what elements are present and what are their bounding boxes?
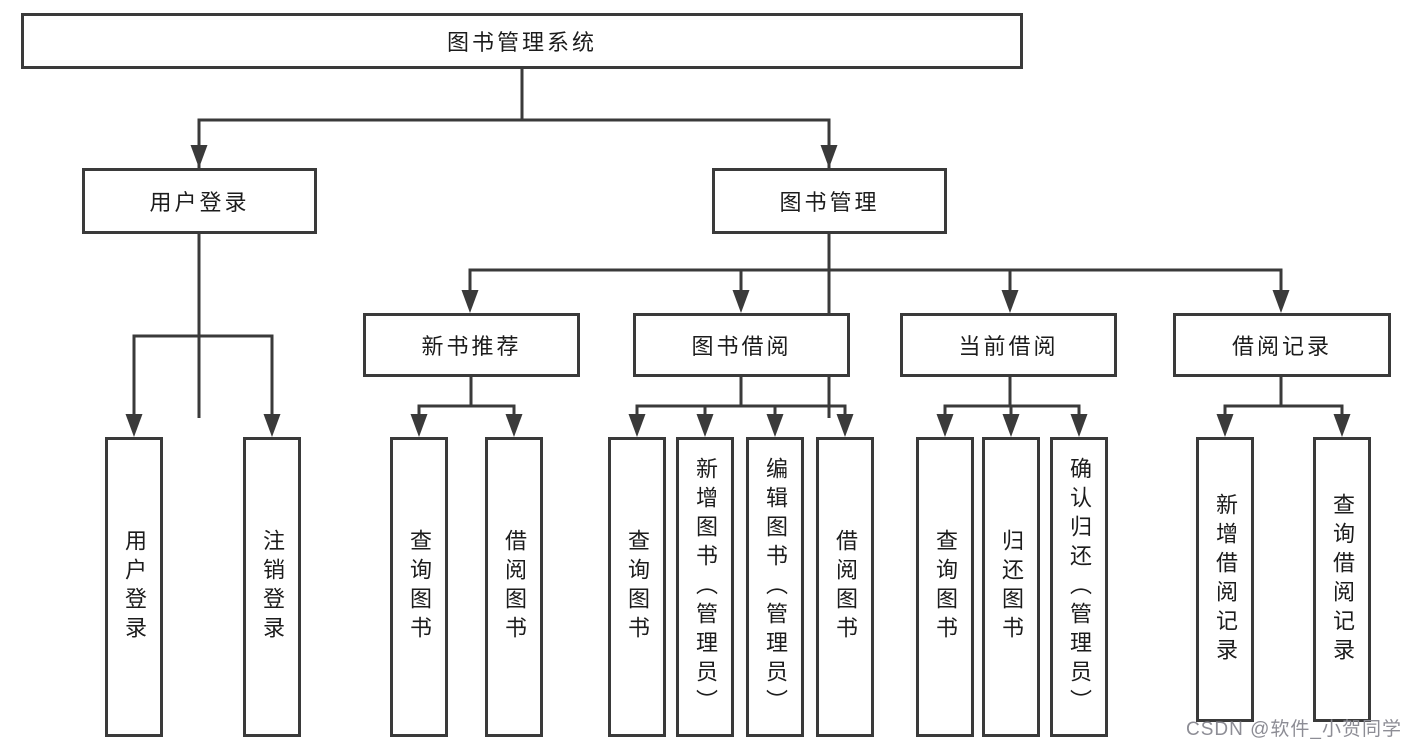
node-user-login: 用户登录 (82, 168, 317, 234)
node-book-borrow-label: 图书借阅 (691, 334, 792, 359)
connector-records-to-leaves (1223, 377, 1344, 418)
leaf-record-query-label: 查询借阅记录 (1330, 492, 1355, 667)
csdn-watermark: CSDN @软件_小贺同学 (1186, 719, 1402, 740)
leaf-current-return: 归还图书 (982, 437, 1040, 737)
leaf-current-query: 查询图书 (916, 437, 974, 737)
leaf-logout-label: 注销登录 (260, 529, 285, 645)
node-new-book-recommend-label: 新书推荐 (421, 334, 522, 359)
leaf-newbook-borrow-label: 借阅图书 (502, 529, 527, 645)
node-current-borrow-label: 当前借阅 (958, 334, 1059, 359)
leaf-borrow-book-label: 借阅图书 (833, 529, 858, 645)
connector-borrow-to-leaves (635, 377, 847, 418)
leaf-borrow-edit-admin: 编辑图书（管理员） (746, 437, 804, 737)
node-root: 图书管理系统 (21, 13, 1023, 69)
connector-current-to-leaves (943, 377, 1081, 418)
connector-userlogin-to-leaves (132, 234, 274, 418)
node-borrow-records-label: 借阅记录 (1231, 334, 1332, 359)
leaf-newbook-query: 查询图书 (390, 437, 448, 737)
node-new-book-recommend: 新书推荐 (363, 313, 580, 377)
leaf-borrow-book: 借阅图书 (816, 437, 874, 737)
leaf-newbook-query-label: 查询图书 (407, 529, 432, 645)
leaf-borrow-query-label: 查询图书 (625, 529, 650, 645)
leaf-logout: 注销登录 (243, 437, 301, 737)
node-root-label: 图书管理系统 (446, 30, 597, 55)
leaf-borrow-query: 查询图书 (608, 437, 666, 737)
node-book-management-label: 图书管理 (779, 190, 880, 215)
node-current-borrow: 当前借阅 (900, 313, 1117, 377)
leaf-current-return-label: 归还图书 (999, 529, 1024, 645)
leaf-record-add-label: 新增借阅记录 (1213, 492, 1238, 667)
leaf-record-add: 新增借阅记录 (1196, 437, 1254, 722)
leaf-record-query: 查询借阅记录 (1313, 437, 1371, 722)
leaf-borrow-add-admin-label: 新增图书（管理员） (693, 456, 718, 718)
arrowheads (125, 145, 1351, 437)
leaf-user-login: 用户登录 (105, 437, 163, 737)
node-book-borrow: 图书借阅 (633, 313, 850, 377)
leaf-current-query-label: 查询图书 (933, 529, 958, 645)
leaf-borrow-edit-admin-label: 编辑图书（管理员） (763, 456, 788, 718)
leaf-current-confirm-admin: 确认归还（管理员） (1050, 437, 1108, 737)
node-book-management: 图书管理 (712, 168, 947, 234)
node-borrow-records: 借阅记录 (1173, 313, 1391, 377)
connector-bookmgmt-to-level3 (468, 234, 1283, 294)
leaf-newbook-borrow: 借阅图书 (485, 437, 543, 737)
leaf-current-confirm-admin-label: 确认归还（管理员） (1067, 456, 1092, 718)
node-user-login-label: 用户登录 (149, 190, 250, 215)
leaf-user-login-label: 用户登录 (122, 529, 147, 645)
leaf-borrow-add-admin: 新增图书（管理员） (676, 437, 734, 737)
connector-newbook-to-leaves (417, 377, 516, 418)
